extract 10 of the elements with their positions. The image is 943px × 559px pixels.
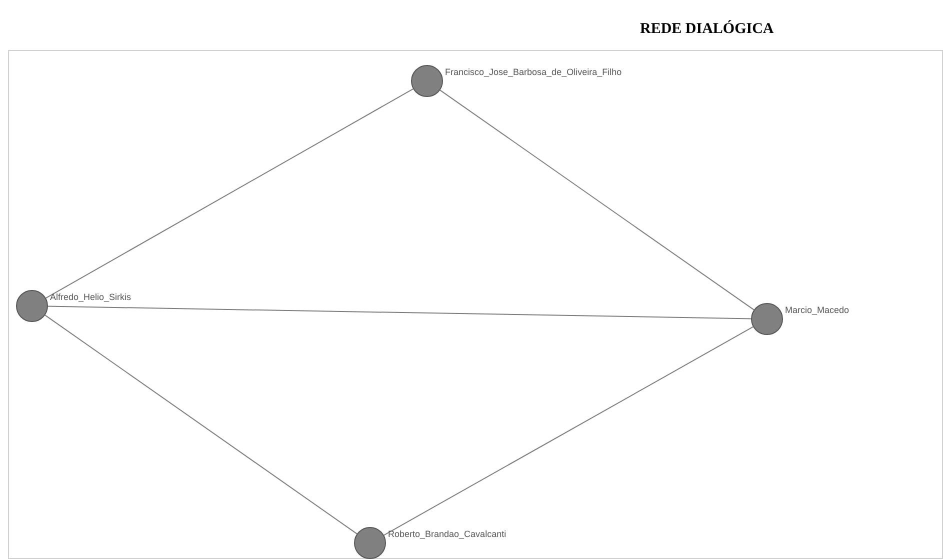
connector-line [48,306,752,320]
connector-line [45,88,414,299]
connector-line [383,326,754,536]
node-label: Roberto_Brandao_Cavalcanti [388,530,506,539]
node-label: Francisco_Jose_Barbosa_de_Oliveira_Filho [445,68,622,77]
node-label: Marcio_Macedo [785,306,850,315]
connector-line [440,90,754,310]
title: REDE DIALÓGICA [640,19,774,39]
node-label: Alfredo_Helio_Sirkis [50,293,132,302]
connector-line [44,314,358,534]
